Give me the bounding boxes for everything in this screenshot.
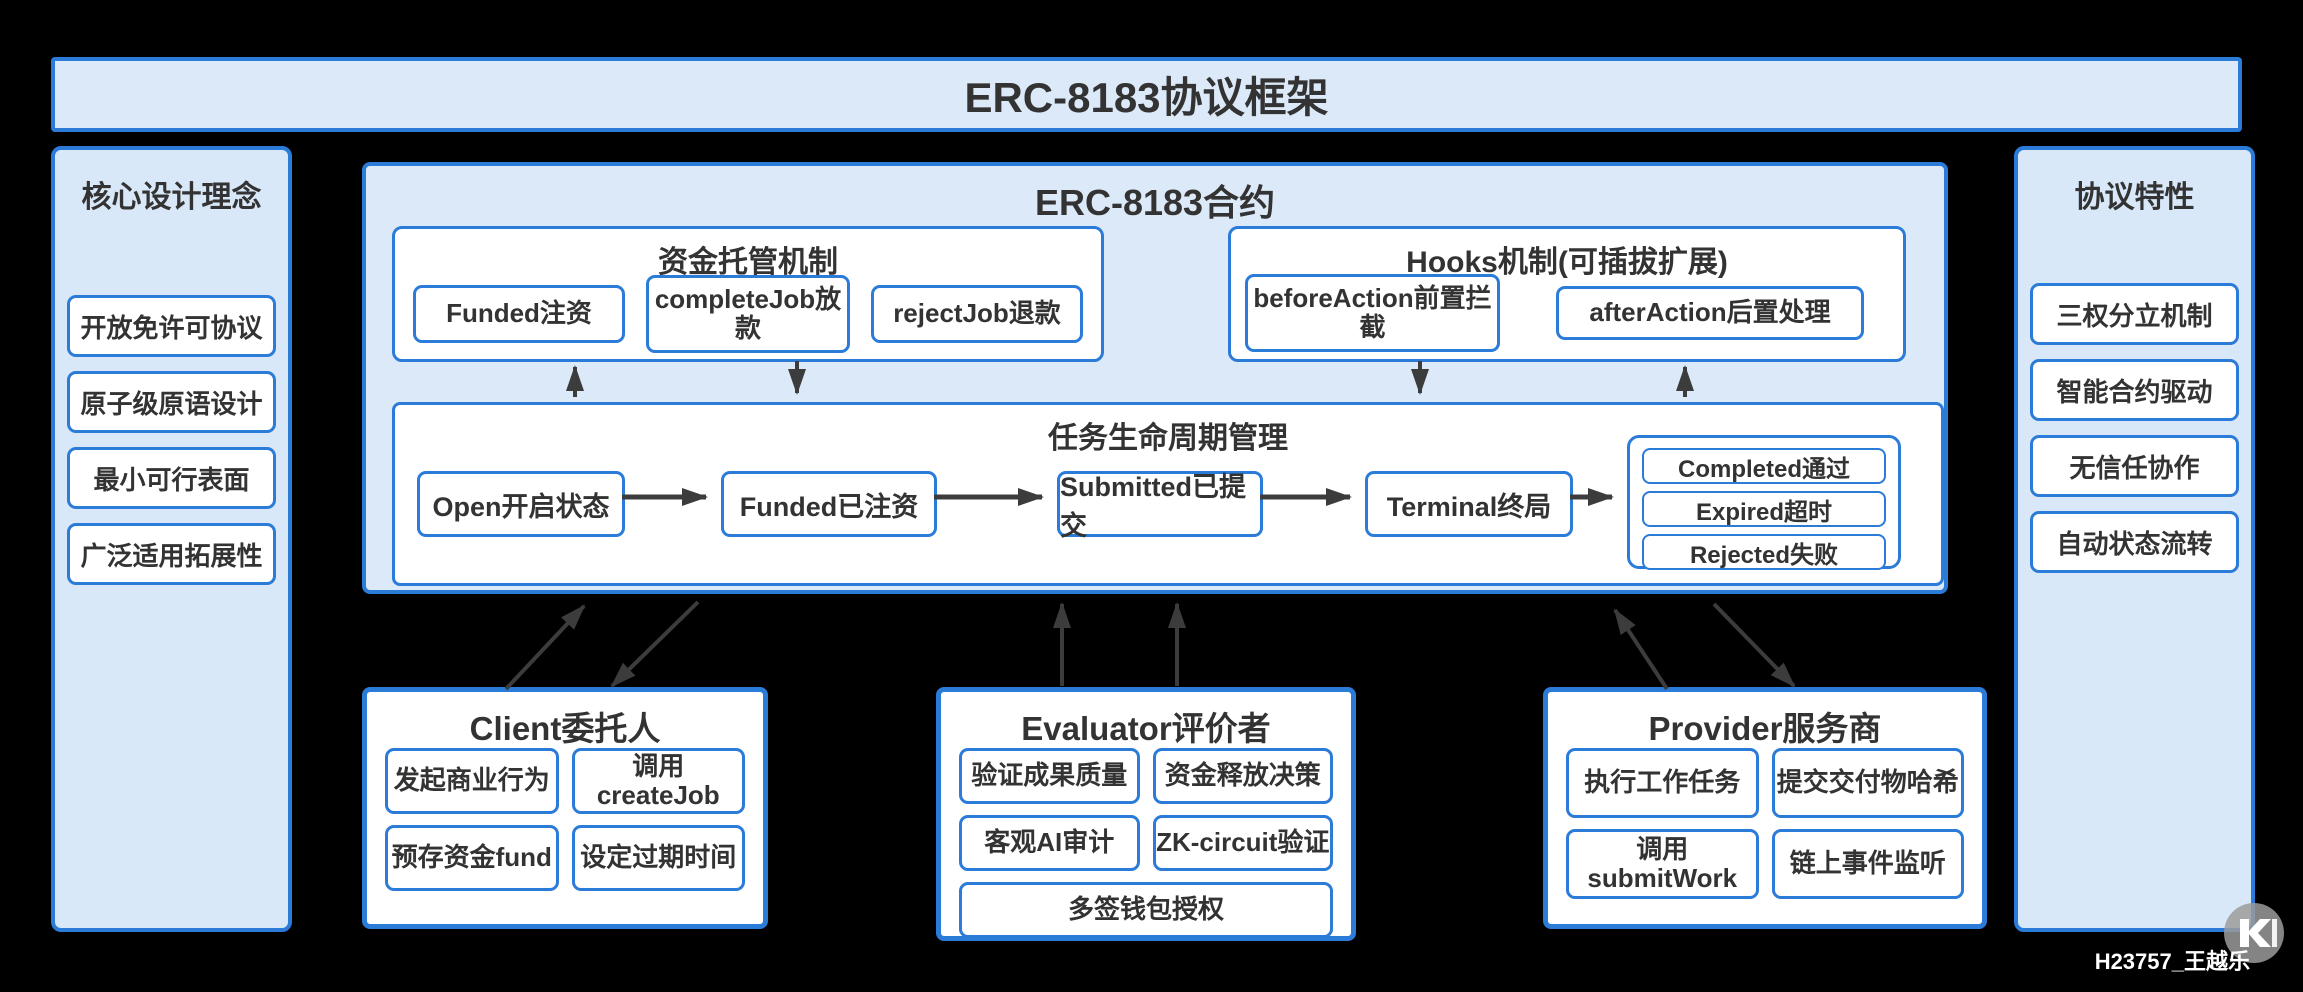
contract-container: ERC-8183合约 资金托管机制 Funded注资 completeJob放款… [362, 162, 1948, 594]
client-item: 发起商业行为 [385, 748, 559, 814]
core-design-item: 最小可行表面 [67, 447, 276, 509]
watermark-logo [2224, 903, 2284, 963]
state-terminal: Terminal终局 [1365, 471, 1573, 537]
evaluator-item: 多签钱包授权 [959, 882, 1333, 938]
evaluator-item: 资金释放决策 [1152, 748, 1333, 804]
outcome-rejected: Rejected失败 [1642, 534, 1886, 570]
escrow-section: 资金托管机制 Funded注资 completeJob放款 rejectJob退… [392, 226, 1104, 362]
hooks-item-beforeaction: beforeAction前置拦截 [1245, 274, 1500, 352]
core-design-panel: 核心设计理念 开放免许可协议 原子级原语设计 最小可行表面 广泛适用拓展性 [51, 146, 292, 932]
core-design-heading: 核心设计理念 [81, 181, 262, 214]
protocol-feature-item: 智能合约驱动 [2030, 359, 2239, 421]
lifecycle-section: 任务生命周期管理 Open开启状态 Funded已注资 Submitted已提交… [392, 402, 1944, 586]
title-bar: ERC-8183协议框架 [51, 57, 2242, 132]
watermark-text: H23757_王越乐 [2094, 949, 2250, 974]
client-item: 调用createJob [571, 748, 745, 814]
page-title: ERC-8183协议框架 [964, 74, 1329, 121]
provider-actor-box: Provider服务商 执行工作任务 提交交付物哈希 调用submitWork … [1543, 687, 1987, 929]
protocol-features-panel: 协议特性 三权分立机制 智能合约驱动 无信任协作 自动状态流转 [2014, 146, 2255, 932]
provider-item: 调用submitWork [1566, 829, 1759, 899]
escrow-item-rejectjob: rejectJob退款 [871, 285, 1083, 343]
core-design-item: 广泛适用拓展性 [67, 523, 276, 585]
provider-item: 执行工作任务 [1566, 748, 1759, 818]
hooks-section: Hooks机制(可插拔扩展) beforeAction前置拦截 afterAct… [1228, 226, 1906, 362]
evaluator-item: ZK-circuit验证 [1152, 815, 1333, 871]
contract-title: ERC-8183合约 [1034, 182, 1276, 223]
core-design-item: 原子级原语设计 [67, 371, 276, 433]
provider-items-grid: 执行工作任务 提交交付物哈希 调用submitWork 链上事件监听 [1566, 748, 1964, 899]
protocol-feature-item: 自动状态流转 [2030, 511, 2239, 573]
client-item: 预存资金fund [385, 825, 559, 891]
outcome-completed: Completed通过 [1642, 448, 1886, 484]
escrow-items-row: Funded注资 completeJob放款 rejectJob退款 [413, 275, 1083, 353]
provider-heading: Provider服务商 [1648, 710, 1882, 747]
escrow-heading: 资金托管机制 [658, 246, 838, 279]
lifecycle-heading: 任务生命周期管理 [1048, 422, 1288, 455]
client-actor-box: Client委托人 发起商业行为 调用createJob 预存资金fund 设定… [362, 687, 768, 929]
arrow-client-to-contract [504, 604, 586, 691]
evaluator-item: 客观AI审计 [959, 815, 1140, 871]
core-design-item: 开放免许可协议 [67, 295, 276, 357]
evaluator-item: 验证成果质量 [959, 748, 1140, 804]
evaluator-actor-box: Evaluator评价者 验证成果质量 资金释放决策 客观AI审计 ZK-cir… [936, 687, 1356, 941]
terminal-outcomes-group: Completed通过 Expired超时 Rejected失败 [1627, 435, 1901, 570]
escrow-item-completejob: completeJob放款 [646, 275, 850, 353]
hooks-item-afteraction: afterAction后置处理 [1556, 286, 1864, 340]
hooks-items-row: beforeAction前置拦截 afterAction后置处理 [1245, 274, 1889, 352]
provider-item: 提交交付物哈希 [1771, 748, 1964, 818]
state-funded: Funded已注资 [721, 471, 937, 537]
provider-item: 链上事件监听 [1771, 829, 1964, 899]
protocol-feature-item: 无信任协作 [2030, 435, 2239, 497]
protocol-features-heading: 协议特性 [2074, 181, 2195, 214]
protocol-feature-item: 三权分立机制 [2030, 283, 2239, 345]
arrow-provider-to-contract [1613, 608, 1669, 691]
client-item: 设定过期时间 [571, 825, 745, 891]
client-items-grid: 发起商业行为 调用createJob 预存资金fund 设定过期时间 [385, 748, 745, 891]
state-submitted: Submitted已提交 [1057, 471, 1263, 541]
client-heading: Client委托人 [469, 710, 661, 747]
state-open: Open开启状态 [417, 471, 625, 537]
hooks-heading: Hooks机制(可插拔扩展) [1406, 246, 1728, 279]
escrow-item-funded: Funded注资 [413, 285, 625, 343]
evaluator-heading: Evaluator评价者 [1021, 710, 1271, 747]
outcome-expired: Expired超时 [1642, 491, 1886, 527]
arrow-contract-to-provider [1712, 602, 1796, 688]
evaluator-items-grid: 验证成果质量 资金释放决策 客观AI审计 ZK-circuit验证 多签钱包授权 [959, 748, 1333, 938]
arrow-contract-to-client [610, 600, 700, 688]
